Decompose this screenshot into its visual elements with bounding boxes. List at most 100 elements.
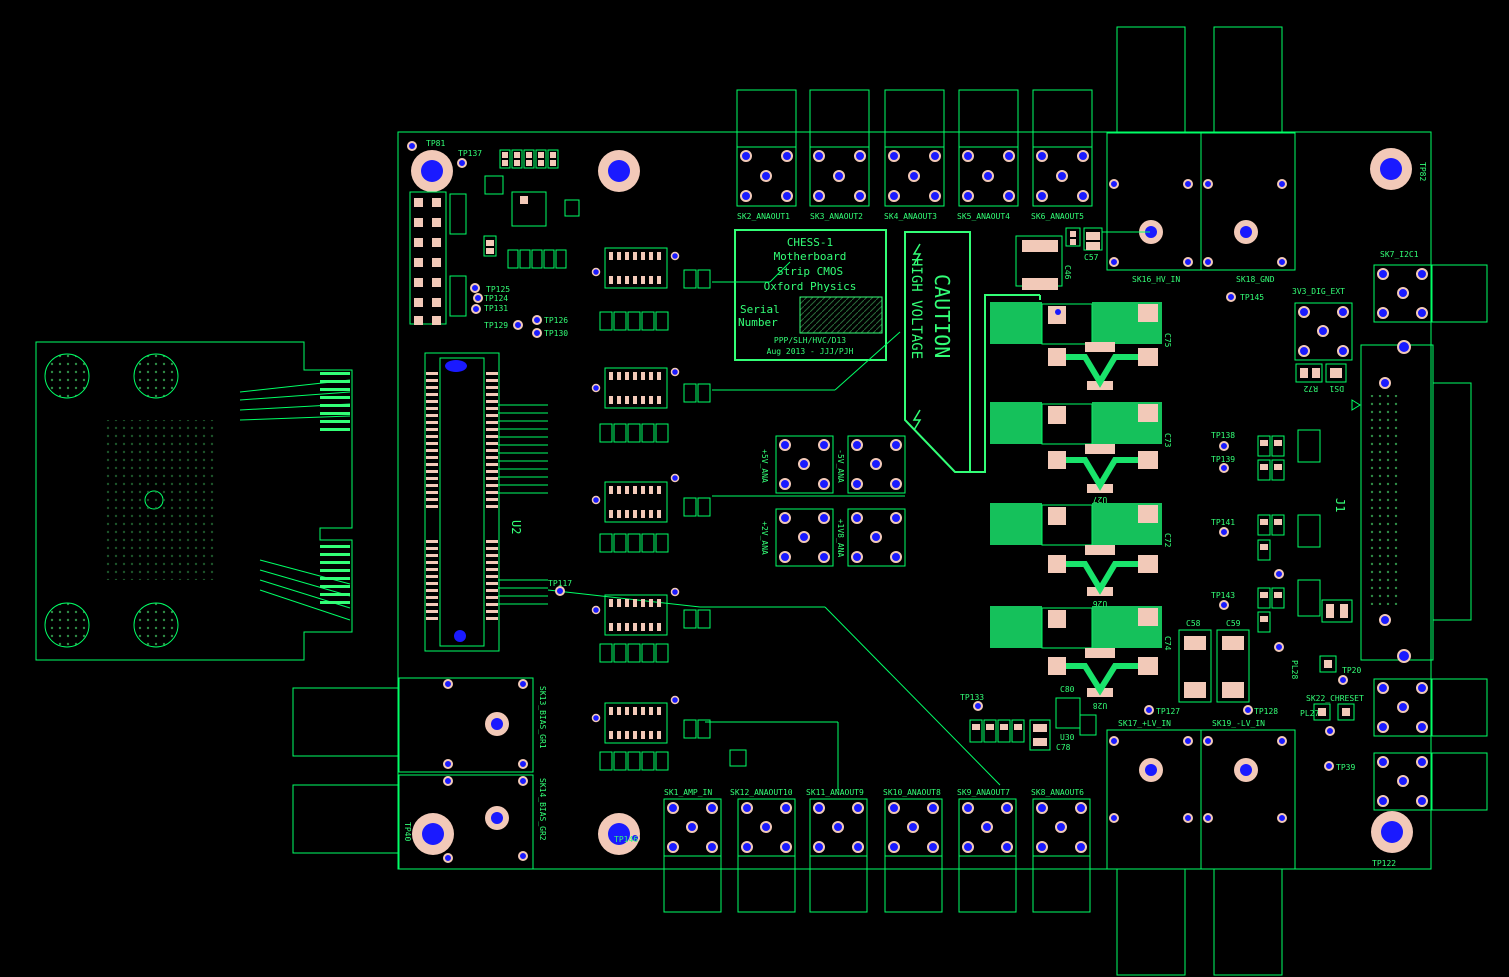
dig-ext-label: 3V3_DIG_EXT — [1292, 287, 1345, 296]
board-revision: PPP/SLH/HVC/D13 — [774, 336, 846, 345]
board-subtitle: Motherboard — [774, 250, 847, 263]
top-connector-label: SK6_ANAOUT5 — [1031, 212, 1084, 221]
bottom-connector-label: SK9_ANAOUT7 — [957, 788, 1010, 797]
sk14-label: SK14_BIAS_GR2 — [538, 778, 547, 841]
bottom-connector-label: SK1_AMP_IN — [664, 788, 712, 797]
board-title: CHESS-1 — [787, 236, 833, 249]
tp146-label: TP146 — [614, 835, 638, 844]
middle-connector-label: -5V_ANA — [836, 449, 845, 483]
sk19-label: SK19_-LV_IN — [1212, 719, 1265, 728]
c75-label: C75 — [1163, 333, 1172, 348]
sma-connector[interactable] — [809, 89, 870, 207]
tp117-label: TP117 — [548, 579, 572, 588]
tp139-label: TP139 — [1211, 455, 1235, 464]
top-connector-label: SK2_ANAOUT1 — [737, 212, 790, 221]
u2-label: U2 — [509, 520, 523, 534]
top-connector-label: SK3_ANAOUT2 — [810, 212, 863, 221]
tp131-label: TP131 — [484, 304, 508, 313]
board-subtitle: Oxford Physics — [764, 280, 857, 293]
sma-connector[interactable] — [737, 798, 796, 913]
sma-connector[interactable] — [775, 508, 834, 567]
regulator-block: C74 U28 — [990, 606, 1172, 710]
mounting-holes — [411, 148, 1413, 855]
board-subtitle: Strip CMOS — [777, 265, 843, 278]
sma-connector[interactable] — [847, 508, 906, 567]
sma-connector[interactable] — [884, 89, 945, 207]
hv-input-components: C57 C46 — [1015, 227, 1150, 290]
ds1-label: DS1 — [1329, 384, 1344, 393]
sma-connector[interactable] — [809, 798, 868, 913]
pl28-label: PL28 — [1290, 660, 1299, 679]
amplifier-channel — [591, 587, 711, 663]
c74-label: C74 — [1163, 636, 1172, 651]
serial-number-box — [799, 296, 883, 334]
bulk-capacitors: C58 C59 — [1178, 619, 1250, 703]
top-connector-row: SK2_ANAOUT1 SK3_ANAOUT2 SK4_ANAOUT3 SK5_… — [736, 89, 1093, 221]
tp138-label: TP138 — [1211, 431, 1235, 440]
u27-label: U27 — [1093, 495, 1108, 504]
u2-connector: U2 — [424, 352, 523, 652]
bottom-connector-label: SK12_ANAOUT10 — [730, 788, 793, 797]
bias-connector-1[interactable]: SK13_BIAS_GR1 — [292, 677, 547, 773]
u30-label: U30 — [1060, 733, 1075, 742]
sma-connector[interactable] — [1032, 798, 1091, 913]
u2-traces — [498, 261, 1001, 790]
tp40-label: TP40 — [403, 822, 412, 841]
tp130-label: TP130 — [544, 329, 568, 338]
sma-connector[interactable] — [1032, 89, 1093, 207]
amplifier-channel — [591, 695, 747, 771]
sk22-connector[interactable]: SK22_CHRESET — [1306, 678, 1488, 737]
sk17-label: SK17_+LV_IN — [1118, 719, 1171, 728]
top-connector-label: SK5_ANAOUT4 — [957, 212, 1010, 221]
tp137-label: TP137 — [458, 149, 482, 158]
tp81-label: TP81 — [426, 139, 445, 148]
j1-label: J1 — [1333, 498, 1347, 512]
right-smd-group — [1257, 363, 1355, 721]
right-smd-pads — [1260, 368, 1350, 716]
pl27-label: PL27 — [1300, 709, 1319, 718]
board-date: Aug 2013 - JJJ/PJH — [767, 347, 854, 356]
hv-traces — [984, 295, 1041, 302]
tp141-label: TP141 — [1211, 518, 1235, 527]
tp129-label: TP129 — [484, 321, 508, 330]
sma-connector[interactable] — [775, 435, 834, 494]
amplifier-channel — [591, 247, 711, 331]
bottom-connector-label: SK8_ANAOUT6 — [1031, 788, 1084, 797]
tp126-label: TP126 — [544, 316, 568, 325]
gnd-connector[interactable]: SK18_GND — [1200, 26, 1296, 284]
j1-connector[interactable]: J1 — [1333, 340, 1472, 663]
hv-connector[interactable]: SK16_HV_IN — [1106, 26, 1202, 284]
sk23-connector[interactable] — [1373, 752, 1488, 811]
tp125-label: TP125 — [486, 285, 510, 294]
high-voltage-zone: CAUTION HIGH VOLTAGE — [904, 231, 1040, 473]
dig-ext-connector[interactable]: 3V3_DIG_EXT — [1292, 287, 1353, 361]
tp122-label: TP122 — [1372, 859, 1396, 868]
sk7-connector[interactable]: SK7_I2C1 — [1373, 250, 1488, 323]
tp127-label: TP127 — [1156, 707, 1180, 716]
sma-connector[interactable] — [958, 89, 1019, 207]
c72-label: C72 — [1163, 533, 1172, 548]
serial-label: Number — [738, 316, 778, 329]
board-outline — [397, 131, 1432, 870]
sk7-label: SK7_I2C1 — [1380, 250, 1419, 259]
sma-connector[interactable] — [847, 435, 906, 494]
sk16-label: SK16_HV_IN — [1132, 275, 1180, 284]
r72-label: R72 — [1303, 384, 1318, 393]
sma-connector[interactable] — [663, 798, 722, 913]
bias-connector-2[interactable]: SK14_BIAS_GR2 — [292, 774, 547, 870]
tp133-label: TP133 — [960, 693, 984, 702]
sma-connector[interactable] — [736, 89, 797, 207]
bottom-connector-label: SK10_ANAOUT8 — [883, 788, 941, 797]
lv-minus-connector[interactable]: SK19_-LV_IN — [1200, 719, 1296, 976]
right-test-points — [1144, 292, 1348, 771]
top-connector-label: SK4_ANAOUT3 — [884, 212, 937, 221]
high-voltage-label: HIGH VOLTAGE — [908, 258, 924, 359]
u2-pins — [426, 372, 498, 620]
lv-plus-connector[interactable]: SK17_+LV_IN — [1106, 719, 1202, 976]
upper-left-components — [409, 149, 580, 325]
amplifier-channel — [591, 473, 711, 553]
test-points-upper-left — [407, 141, 640, 843]
sma-connector[interactable] — [958, 798, 1017, 913]
sma-connector[interactable] — [884, 798, 943, 913]
